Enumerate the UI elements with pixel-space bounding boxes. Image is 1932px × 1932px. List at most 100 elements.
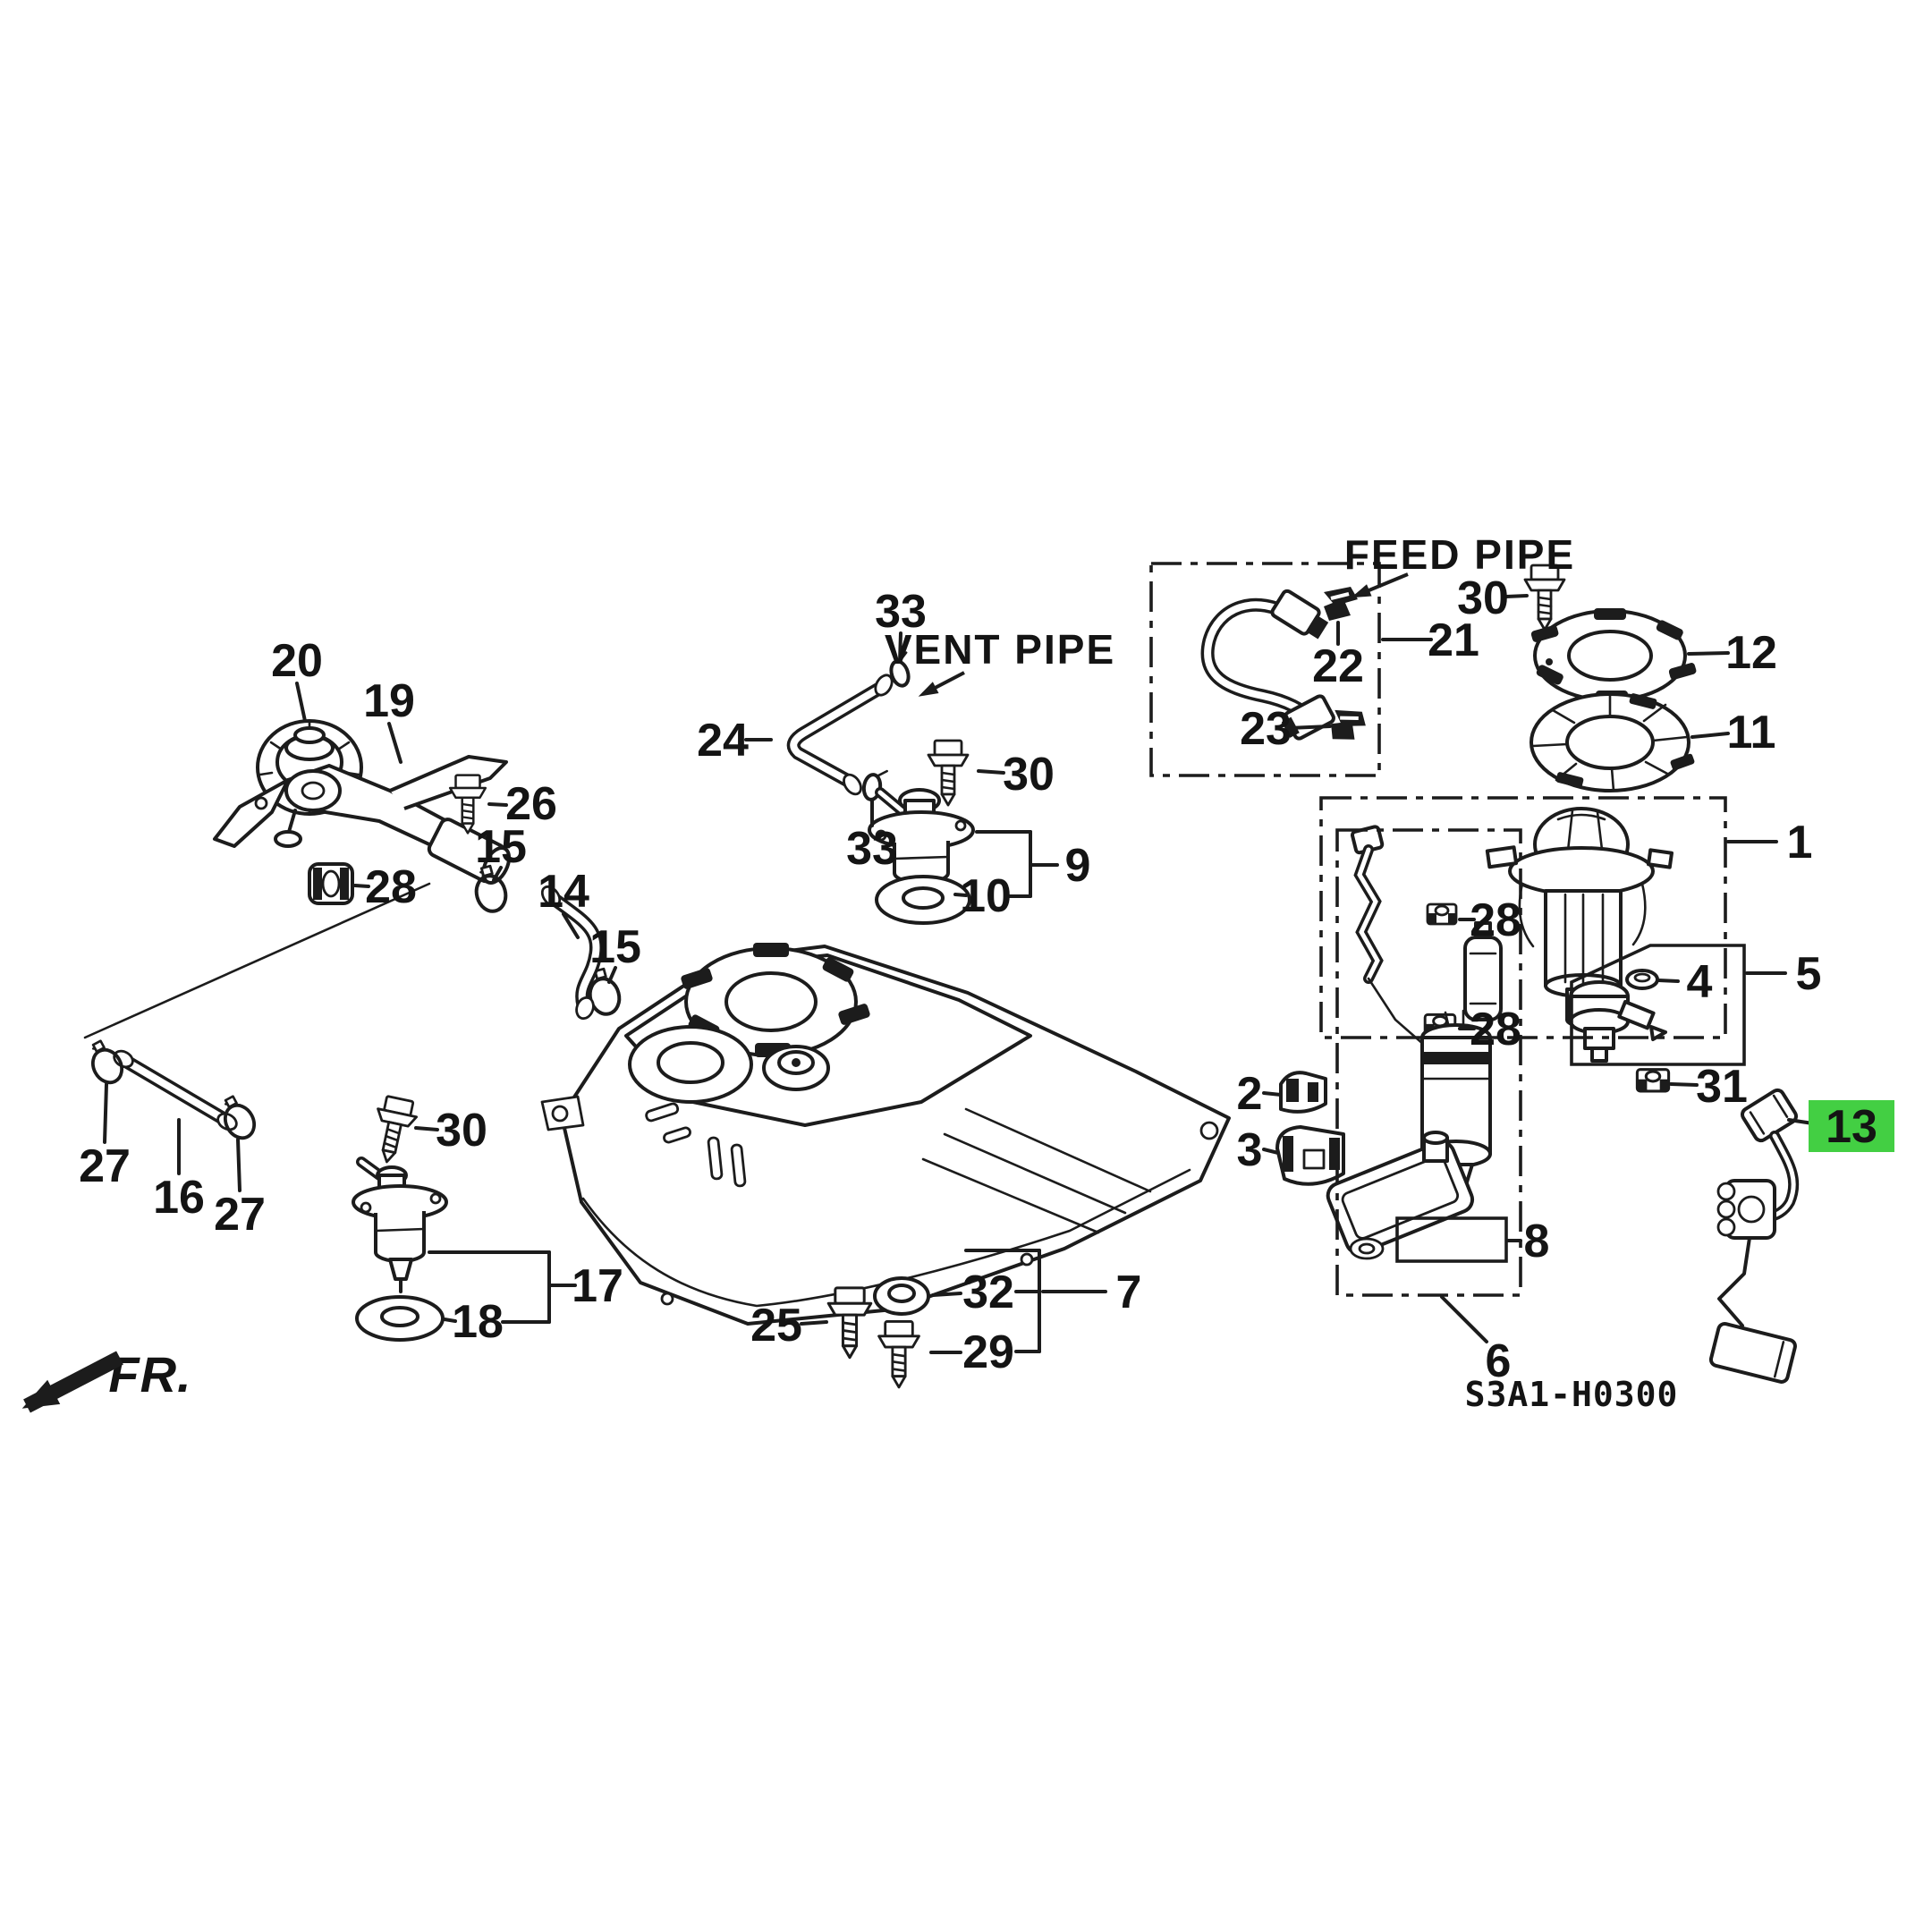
part-callout-22: 22 [1312,640,1364,692]
leader-line-part-33 [898,631,902,664]
part-callout-1: 1 [1787,817,1813,869]
nut-4-drawing [1625,969,1659,990]
part-callout-15: 15 [589,921,641,973]
leader-line-part-20 [295,682,307,723]
strainer-group-box-8 [1395,1216,1508,1263]
leader-line-part-4 [1657,979,1680,983]
part-callout-21: 21 [1428,614,1479,666]
washer-32-drawing [873,1276,930,1316]
part-callout-10: 10 [960,870,1012,922]
leader-line-part-25 [800,1320,828,1326]
part-callout-30: 30 [436,1105,487,1157]
leader-line-part-26 [487,802,508,807]
leader-line-part-23 [1287,724,1332,730]
part-callout-5: 5 [1796,948,1822,1000]
part-callout-30: 30 [1003,749,1055,801]
part-callout-12: 12 [1725,627,1777,679]
highlight-box-part-13 [1809,1100,1894,1152]
breather-hose-14-drawing [540,885,603,1021]
part-callout-8: 8 [1524,1216,1550,1267]
leader-line-part-18 [443,1318,457,1323]
pump-module-group-box-1 [1319,796,1727,1039]
part-callout-33: 33 [846,823,898,875]
leader-line-part-30 [977,769,1005,775]
leader-line-part-12 [1687,651,1730,656]
pump-assembly-group-box-6 [1335,828,1522,1297]
bolt-30-left-drawing [366,1093,421,1167]
vent-pipe-label: VENT PIPE [885,626,1115,673]
part-callout-33: 33 [875,586,927,638]
part-callout-2: 2 [1237,1068,1263,1120]
lock-ring-11-drawing [1530,692,1695,792]
fr-label: FR. [108,1346,191,1402]
leader-line-part-2 [1262,1091,1283,1097]
leader-line-part-32 [931,1292,962,1297]
part-callout-27: 27 [214,1189,266,1241]
part-callout-29: 29 [962,1326,1014,1378]
part-callout-11: 11 [1727,707,1776,758]
check-valve-9-drawing [868,787,975,885]
bolt-29-drawing [877,1320,920,1389]
part-callout-23: 23 [1240,703,1292,755]
vent-pipe-arrow-head [918,682,939,697]
part-callout-26: 26 [505,778,557,830]
part-callout-9: 9 [1065,840,1091,892]
part-callout-28: 28 [365,861,417,913]
leader-line-part-6 [1440,1295,1488,1343]
vent-pipe-24-drawing [786,674,894,796]
part-callout-16: 16 [153,1172,205,1224]
panel-edge-line [83,882,431,1039]
bolt-25-drawing [826,1286,873,1360]
feed-pipe-label: FEED PIPE [1344,531,1575,578]
holder-3-drawing [1275,1125,1345,1186]
leader-line-part-15 [492,866,503,882]
feed-pipe-arrow-head [1351,584,1372,598]
leader-line-part-10 [953,893,968,897]
harness-band-drawing [1350,825,1426,1046]
fuel-hose-16-drawing [113,1049,238,1131]
leader-line-part-30 [414,1126,439,1131]
part-callout-4: 4 [1687,956,1713,1008]
hose-clamp-27a-drawing [81,1035,130,1089]
part-callout-18: 18 [452,1296,504,1348]
nut-28a-drawing [1426,902,1458,926]
fuel-tank-drawing [540,943,1231,1326]
part-callout-28: 28 [1470,1004,1521,1055]
mount-bushing-28-drawing [308,862,354,905]
two-way-valve-17-drawing [352,1157,448,1293]
part-callout-7: 7 [1116,1267,1142,1318]
leader-line-part-3 [1262,1148,1280,1155]
grommet-10-drawing [875,875,971,925]
part-callout-3: 3 [1237,1124,1263,1176]
part-callout-13: 13 [1826,1101,1877,1153]
nut-31-drawing [1635,1068,1671,1093]
part-callout-31: 31 [1696,1061,1748,1113]
part-callout-30: 30 [1457,572,1509,624]
grommet-18-drawing [355,1295,445,1342]
feed-pipe-group-box-21 [1149,562,1381,777]
pipe-clip-22-drawing [1322,585,1360,623]
part-callout-25: 25 [750,1300,802,1352]
leader-line-part-27 [236,1138,242,1192]
part-callout-27: 27 [79,1140,131,1192]
part-callout-14: 14 [538,866,589,918]
clamp-2-drawing [1279,1071,1327,1114]
retainer-plate-12-drawing [1530,608,1697,702]
part-callout-24: 24 [697,715,749,767]
leader-line-part-27 [103,1082,108,1144]
feed-pipe-21-drawing [1200,589,1335,741]
leader-line-part-31 [1669,1082,1699,1087]
leader-line-part-14 [562,912,580,939]
part-callout-15: 15 [475,821,527,873]
leader-line-part-19 [387,722,402,764]
leader-line-part-15 [607,966,617,984]
strainer-8-drawing [1326,1131,1475,1260]
leader-line-part-30 [1504,594,1529,598]
part-callout-28: 28 [1470,894,1521,946]
part-callout-19: 19 [363,675,415,727]
pipe-clip-23-drawing [1325,703,1371,749]
pressure-regulator-5-drawing [1569,980,1667,1063]
regulator-group-box-5 [1570,944,1746,1066]
